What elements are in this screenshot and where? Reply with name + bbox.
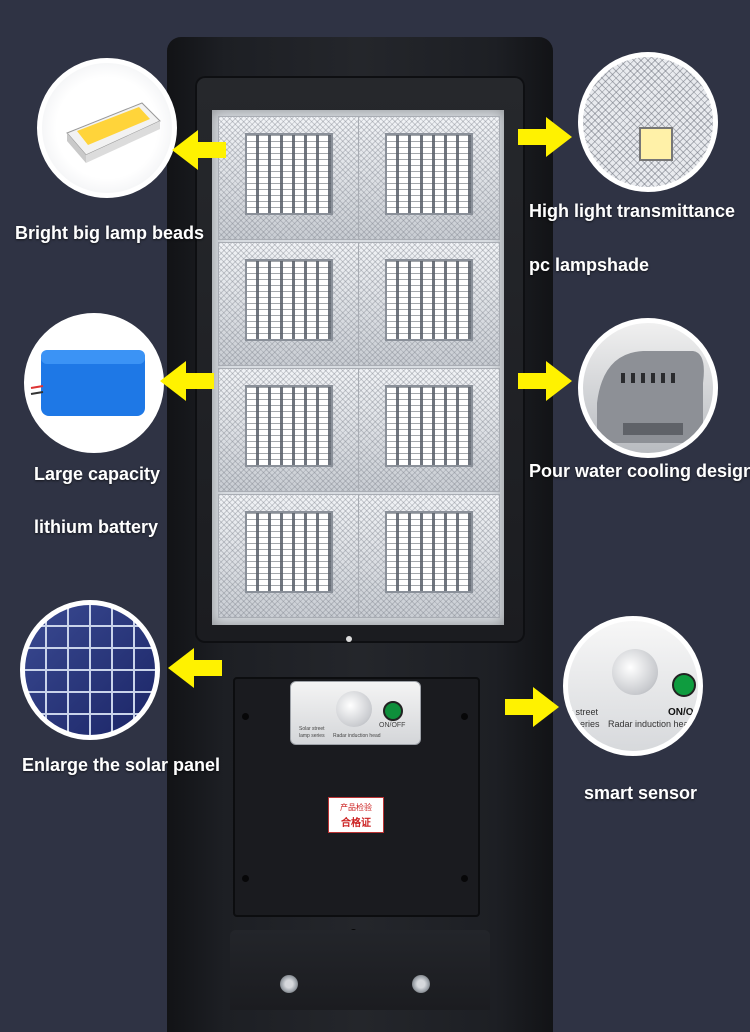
battery-pack-icon (24, 313, 164, 453)
zoom-text: r street (570, 707, 599, 717)
led-module (358, 494, 500, 618)
module-text: Solar street (299, 726, 325, 732)
bolt (280, 975, 298, 993)
zoom-switch-label: ON/OF (668, 707, 700, 718)
solar-panel-icon (20, 600, 160, 740)
arrow (546, 117, 572, 157)
pir-sensor-icon: r street r series Radar induction head O… (563, 616, 703, 756)
certificate-sticker: 产品检验 合格证 (328, 797, 384, 833)
lamp-mount (230, 930, 490, 1010)
certificate-text: 合格证 (341, 818, 371, 829)
product-image: ON/OFF Solar street lamp series Radar in… (15, 37, 750, 1032)
arrow (160, 361, 186, 401)
screw (242, 713, 249, 720)
feature-label: Bright big lamp beads (15, 223, 205, 243)
zoom-text: r series (570, 719, 600, 729)
led-module (218, 116, 360, 240)
arrow (192, 660, 222, 676)
module-text: lamp series (299, 733, 325, 739)
screw (242, 875, 249, 882)
certificate-title: 产品检验 (340, 803, 372, 812)
led-panel (212, 110, 504, 625)
arrow (505, 699, 535, 715)
feature-label: Large capacity (34, 464, 161, 484)
feature-label: High light transmittance (529, 201, 736, 221)
feature-label: pc lampshade (529, 255, 650, 275)
lens-array-icon (578, 52, 718, 192)
arrow (546, 361, 572, 401)
led-module (218, 242, 360, 366)
led-module (358, 116, 500, 240)
arrow (168, 648, 194, 688)
zoom-text: Radar induction head (608, 719, 694, 729)
arrow (184, 373, 214, 389)
led-module (218, 494, 360, 618)
pir-sensor-icon (336, 691, 372, 727)
led-module (358, 242, 500, 366)
screw (461, 875, 468, 882)
feature-label: Pour water cooling design (529, 461, 750, 481)
power-switch (383, 701, 403, 721)
led-chip-icon (37, 58, 177, 198)
cooling-vent-icon (578, 318, 718, 458)
screw (461, 713, 468, 720)
arrow (518, 373, 548, 389)
feature-label: lithium battery (34, 517, 159, 537)
bolt (412, 975, 430, 993)
module-text: Radar induction head (333, 733, 381, 739)
indicator-dot (346, 636, 352, 642)
arrow (196, 142, 226, 158)
sensor-module: ON/OFF Solar street lamp series Radar in… (290, 681, 421, 745)
led-module (218, 368, 360, 492)
switch-label: ON/OFF (379, 722, 406, 729)
arrow (518, 129, 548, 145)
feature-label: smart sensor (584, 783, 698, 803)
arrow (172, 130, 198, 170)
led-module (358, 368, 500, 492)
feature-label: Enlarge the solar panel (22, 755, 221, 775)
arrow (533, 687, 559, 727)
